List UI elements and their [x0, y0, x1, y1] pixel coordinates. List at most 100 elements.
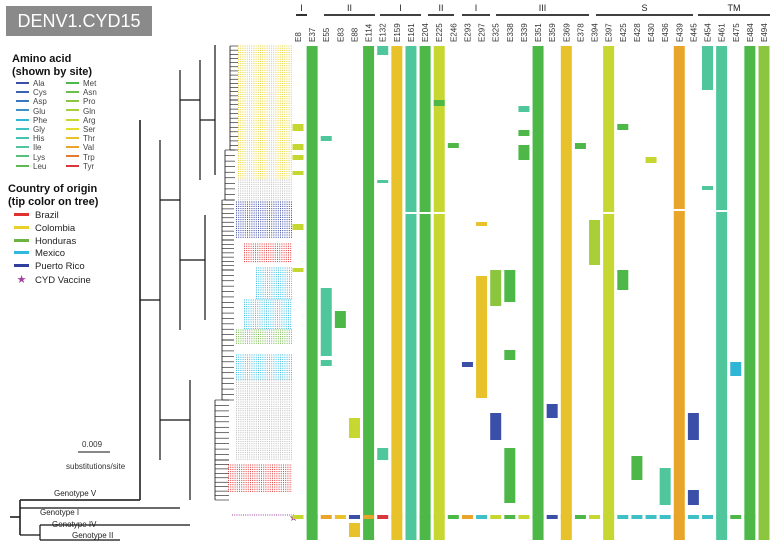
site-label: E325 [492, 23, 501, 42]
amino-legend-item-trp: Trp [66, 153, 95, 163]
amino-segment [292, 268, 304, 272]
site-label: E83 [336, 27, 345, 42]
site-label: E225 [435, 23, 444, 42]
vaccine-cell [320, 515, 332, 519]
vaccine-cell [645, 515, 657, 519]
site-label: E132 [379, 23, 388, 42]
site-label: E37 [308, 27, 317, 42]
amino-segment [433, 100, 445, 106]
amino-segment [687, 490, 699, 505]
amino-swatch [66, 81, 79, 84]
amino-legend-label: Pro [83, 97, 96, 107]
amino-segment [363, 46, 375, 540]
amino-legend-label: Ala [33, 79, 45, 88]
scale-bar-value: 0.009 [82, 440, 103, 449]
site-label: E55 [322, 27, 331, 42]
country-legend-item-puerto-rico: Puerto Rico [14, 261, 85, 273]
vaccine-cell [518, 515, 530, 519]
amino-segment [292, 224, 304, 230]
country-legend-label: CYD Vaccine [35, 275, 91, 286]
domain-label: II [438, 3, 443, 13]
site-label: E161 [407, 23, 416, 42]
scale-bar-unit: substitutions/site [66, 462, 126, 471]
domain-label: II [347, 3, 352, 13]
vaccine-cell [603, 515, 615, 519]
amino-segment [560, 46, 572, 540]
amino-legend-label: Gln [83, 106, 96, 116]
amino-segment [744, 46, 756, 540]
amino-segment [490, 413, 502, 440]
site-label: E297 [478, 23, 487, 42]
country-legend-label: Mexico [35, 248, 66, 260]
amino-legend-item-ala: Ala [16, 79, 45, 89]
amino-legend-label: Ile [33, 143, 42, 153]
vaccine-cell [292, 515, 304, 519]
country-legend-item-cyd-vaccine: ★CYD Vaccine [14, 274, 91, 287]
site-label: E394 [591, 23, 600, 42]
amino-segment [292, 144, 304, 150]
country-legend-item-mexico: Mexico [14, 248, 65, 260]
amino-segment [702, 46, 714, 90]
country-legend-heading-2: (tip color on tree) [8, 196, 99, 208]
genotype-ii-label: Genotype II [72, 531, 114, 540]
amino-legend-label: Trp [83, 152, 95, 162]
amino-legend-heading-2: (shown by site) [12, 66, 93, 78]
amino-segment [292, 124, 304, 131]
amino-swatch [16, 81, 29, 84]
country-swatch [14, 264, 29, 268]
country-legend-heading-1: Country of origin [8, 183, 98, 195]
domain-label: TM [728, 3, 741, 13]
amino-segment [320, 136, 332, 141]
site-label: E484 [746, 23, 755, 42]
site-label: E338 [506, 23, 515, 42]
amino-segment [716, 46, 728, 540]
country-legend-label: Brazil [35, 210, 59, 221]
gap [433, 212, 445, 214]
site-label: E369 [562, 23, 571, 42]
amino-swatch [66, 146, 79, 149]
amino-segment [659, 468, 671, 505]
amino-swatch [16, 127, 29, 130]
country-legend-label: Colombia [35, 222, 76, 234]
country-legend-item-honduras: Honduras [14, 236, 76, 248]
site-label: E428 [633, 23, 642, 42]
vaccine-cell [461, 515, 473, 519]
amino-legend-label: Ser [83, 125, 96, 134]
amino-legend-label: Gly [33, 125, 45, 134]
site-label: E359 [548, 23, 557, 42]
amino-segment [348, 418, 360, 438]
amino-legend-item-arg: Arg [66, 116, 95, 126]
amino-segment [574, 143, 586, 149]
amino-segment [447, 143, 459, 148]
site-label: E204 [421, 23, 430, 42]
amino-legend-label: Asn [83, 88, 97, 98]
vaccine-cell [631, 515, 643, 519]
amino-segment [518, 106, 530, 112]
vaccine-cell [546, 515, 558, 519]
site-label: E461 [718, 23, 727, 42]
amino-segment [306, 46, 318, 540]
vaccine-cell [348, 515, 360, 519]
amino-segment [391, 46, 403, 540]
vaccine-cell [391, 515, 403, 519]
amino-segment [461, 362, 473, 367]
amino-legend-label: Arg [83, 115, 96, 125]
amino-legend-label: Met [83, 79, 97, 88]
amino-segment [687, 413, 699, 440]
site-label: E436 [661, 23, 670, 42]
amino-segment [504, 350, 516, 360]
site-label: E351 [534, 23, 543, 42]
amino-segment [617, 124, 629, 130]
amino-segment [518, 145, 530, 160]
site-label: E88 [350, 27, 359, 42]
domain-label: III [539, 3, 547, 13]
vaccine-cell [405, 515, 417, 519]
vaccine-cell [574, 515, 586, 519]
amino-legend-item-leu: Leu [16, 162, 46, 172]
amino-legend-label: His [33, 134, 45, 144]
amino-swatch [66, 127, 79, 130]
domain-label: I [475, 3, 478, 13]
amino-segment [645, 157, 657, 163]
vaccine-cell [504, 515, 516, 519]
amino-legend-label: Glu [33, 106, 46, 116]
